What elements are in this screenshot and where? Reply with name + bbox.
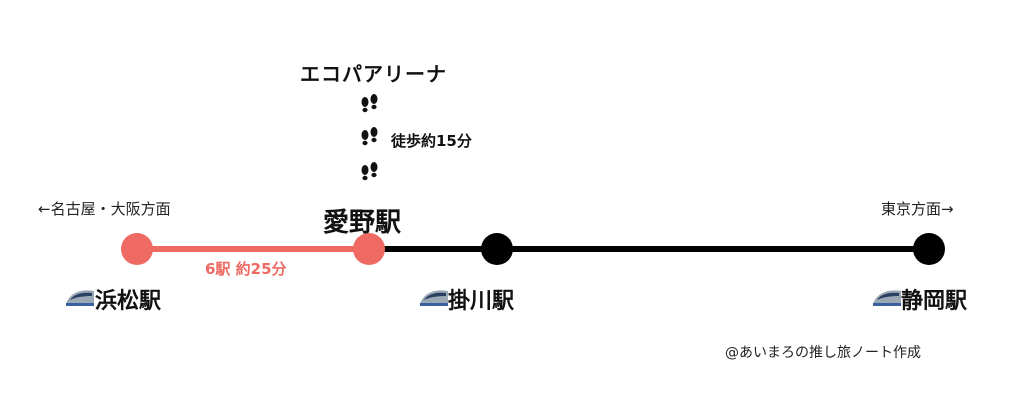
direction-left-label: ←名古屋・大阪方面 — [38, 200, 171, 218]
direction-right-label: 東京方面→ — [881, 200, 954, 218]
shinkansen-icon — [873, 290, 901, 306]
station-dot-hamamatsu — [121, 233, 153, 265]
station-label-aino: 愛野駅 — [323, 208, 402, 238]
credit-text: @あいまろの推し旅ノート作成 — [725, 345, 921, 361]
venue-name: エコパアリーナ — [300, 62, 447, 86]
station-label-kakegawa: 掛川駅 — [448, 289, 515, 314]
segment-time-label: 6駅 約25分 — [205, 260, 287, 278]
station-label-shizuoka: 静岡駅 — [901, 289, 968, 314]
station-label-hamamatsu: 浜松駅 — [95, 289, 162, 314]
shinkansen-icon — [420, 290, 448, 306]
footprints-icon — [361, 94, 378, 181]
station-dot-kakegawa — [481, 233, 513, 265]
shinkansen-icon — [66, 290, 94, 306]
station-dot-aino — [353, 233, 385, 265]
walk-time-label: 徒歩約15分 — [391, 132, 472, 150]
station-dot-shizuoka — [913, 233, 945, 265]
